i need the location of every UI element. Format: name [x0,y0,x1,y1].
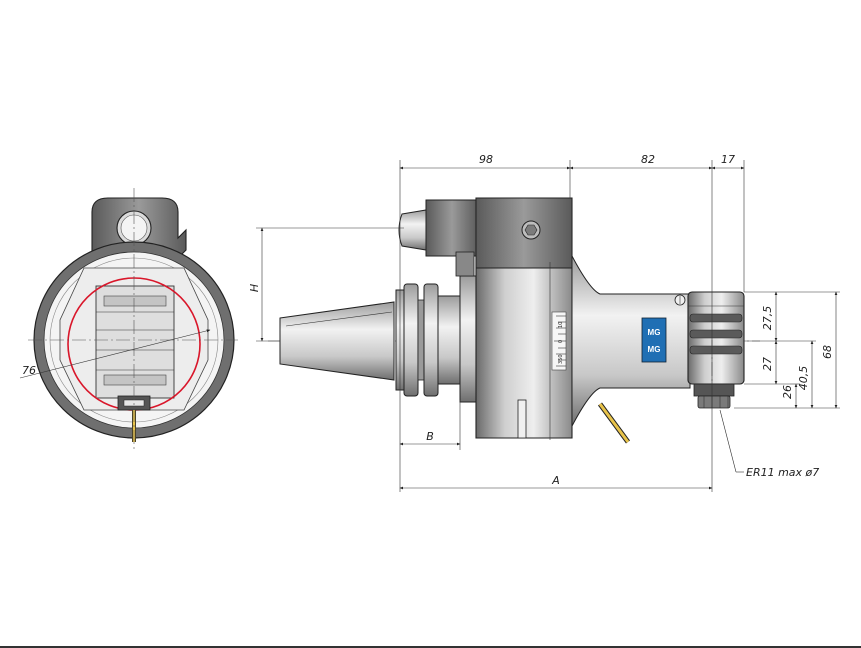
dim-76: 76 [22,364,36,377]
side-view: 10 0 350 MG MG [248,153,840,492]
logo-text-bottom: MG [648,345,661,354]
stop-block [425,199,479,257]
dim-17: 17 [721,153,735,166]
brand-logo: MG MG [641,317,667,363]
dim-27: 27 [761,357,774,371]
scale-tick-350: 350 [558,354,564,364]
collet-nut [693,383,735,397]
dim-H: H [248,284,261,292]
dim-68: 68 [821,345,834,359]
end-view: 76 [19,188,238,452]
angle-scale: 10 0 350 [551,311,567,371]
dim-98: 98 [479,153,493,166]
scale-tick-10: 10 [558,322,564,328]
dim-B: B [426,430,434,443]
frame-bottom-border [0,646,861,648]
stop-pin [398,209,427,251]
dim-82: 82 [641,153,655,166]
collet-callout: ER11 max ø7 [746,466,819,479]
scale-tick-0: 0 [558,340,564,343]
dim-A: A [551,474,560,487]
dim-76-line [19,329,211,379]
dim-27-5: 27,5 [761,306,774,331]
head-transition [571,255,691,427]
dim-40-5: 40,5 [797,366,810,391]
logo-text-top: MG [648,328,661,337]
taper-shank [279,301,395,381]
dim-26: 26 [781,385,794,399]
